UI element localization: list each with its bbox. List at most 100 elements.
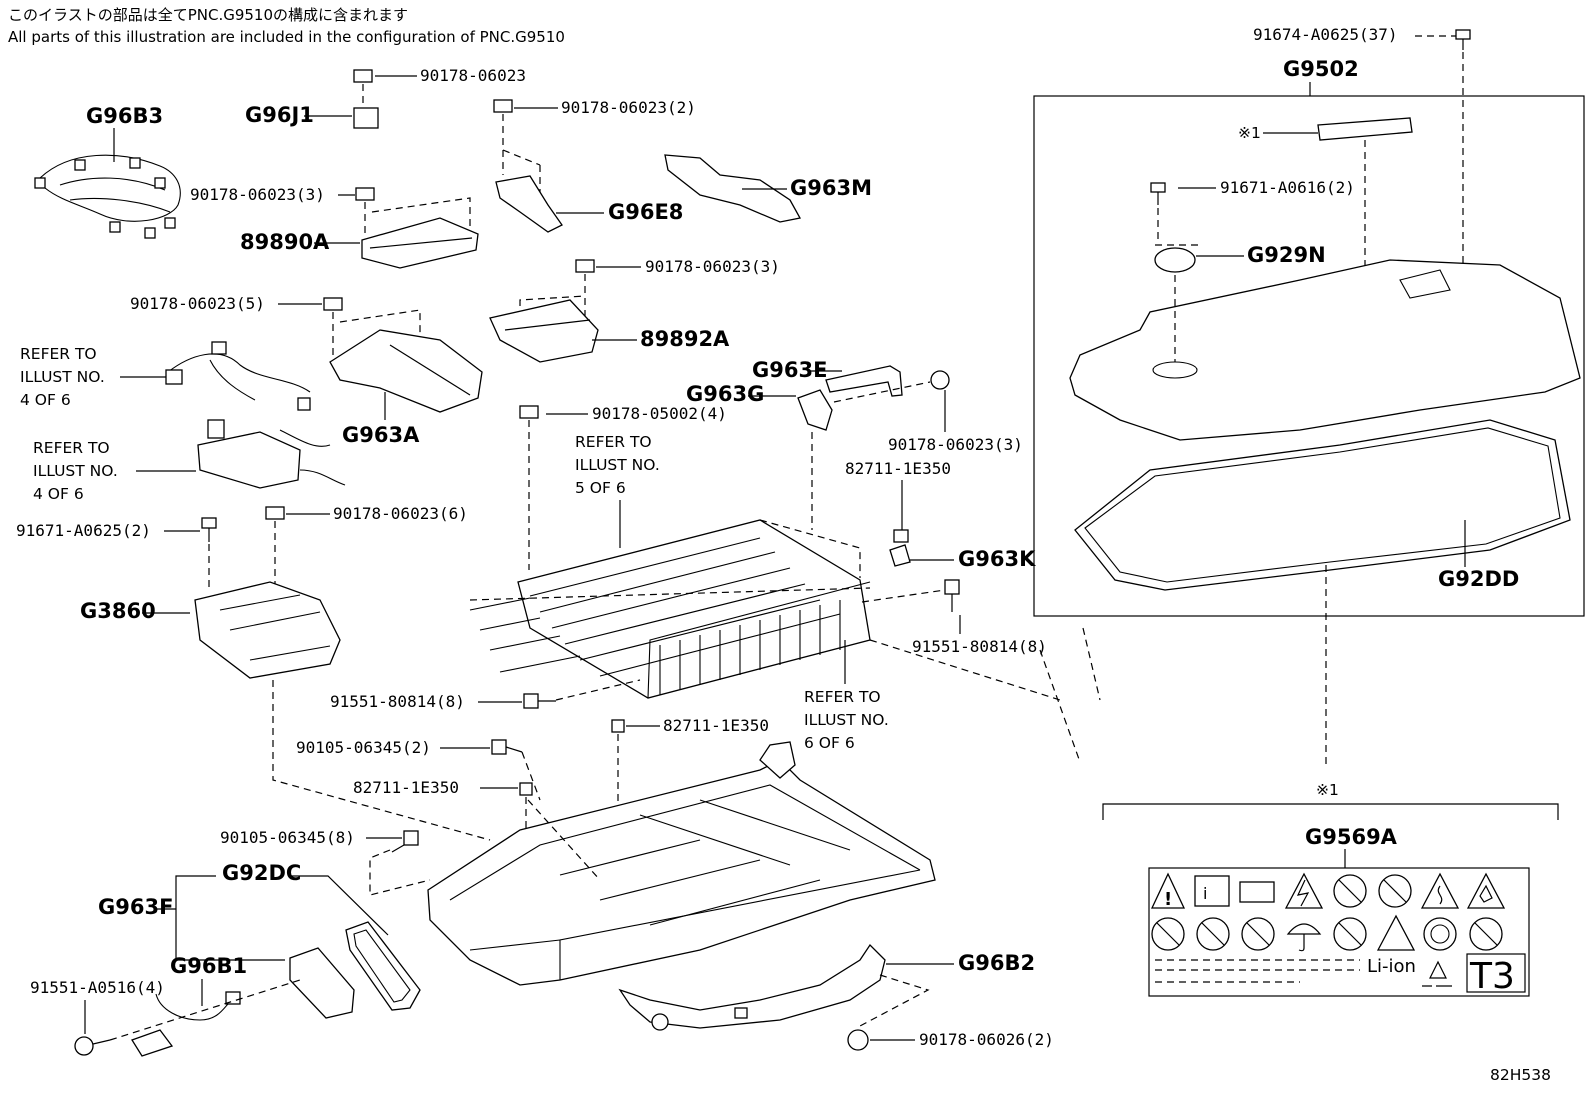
- svg-text:ILLUST NO.: ILLUST NO.: [20, 368, 105, 386]
- g92dd-gasket-icon: [1074, 419, 1571, 591]
- svg-text:REFER TO: REFER TO: [33, 439, 110, 457]
- part-number-91551-80814-8a[interactable]: 91551-80814(8): [912, 637, 1047, 656]
- part-code-g92dd[interactable]: G92DD: [1438, 567, 1519, 591]
- mark1-bottom: ※1: [1316, 781, 1339, 799]
- part-number-90178-06023[interactable]: 90178-06023: [420, 66, 526, 85]
- g96j1-sensor-icon: [353, 107, 379, 129]
- bolt-91551-a0516-icon: [74, 1036, 111, 1056]
- part-code-g3860[interactable]: G3860: [80, 599, 156, 623]
- nut-icon: [265, 506, 285, 520]
- g96j1-group: 90178-06023 G96J1: [245, 66, 526, 129]
- nut-icon: [355, 187, 375, 201]
- part-code-g929n[interactable]: G929N: [1247, 243, 1326, 267]
- g3860-group: 91671-A0625(2) 90178-06023(6) G3860: [16, 504, 491, 841]
- svg-text:ILLUST NO.: ILLUST NO.: [804, 711, 889, 729]
- warning-label-plate: [1148, 867, 1530, 997]
- part-number-91551-a0516-4[interactable]: 91551-A0516(4): [30, 978, 165, 997]
- part-code-g963g[interactable]: G963G: [686, 382, 764, 406]
- lower-case-group: 82711-1E350 90105-06345(2) 82711-1E350 9…: [220, 716, 936, 986]
- svg-text:ILLUST NO.: ILLUST NO.: [575, 456, 660, 474]
- relay-block-icon: [197, 431, 301, 489]
- g963a-bracket-icon: [329, 329, 483, 413]
- g9569a-group: ※1 G9569A ! i: [1102, 781, 1559, 997]
- part-number-91671-a0625-2[interactable]: 91671-A0625(2): [16, 521, 151, 540]
- recycle-icon: [1422, 960, 1452, 987]
- part-number-91551-80814-8b[interactable]: 91551-80814(8): [330, 692, 465, 711]
- clip-icon: [519, 782, 533, 796]
- bolt-91671-a0616-icon: [1150, 182, 1166, 205]
- part-number-91674-a0625-37[interactable]: 91674-A0625(37): [1253, 25, 1398, 44]
- part-code-g96j1[interactable]: G96J1: [245, 103, 314, 127]
- bolt-91551-icon: [523, 693, 556, 709]
- nut-icon: [575, 259, 595, 273]
- part-code-g963f[interactable]: G963F: [98, 895, 173, 919]
- svg-text:!: !: [1164, 889, 1172, 910]
- nut-icon: [930, 370, 950, 390]
- 89892a-ecu-icon: [489, 299, 599, 363]
- bolt-91674-icon: [1455, 29, 1471, 50]
- clip-icon: [893, 529, 909, 543]
- battery-icon: [1239, 881, 1275, 903]
- part-code-g9502[interactable]: G9502: [1283, 57, 1359, 81]
- part-code-89890a[interactable]: 89890A: [240, 230, 330, 254]
- bolt-90105-icon: [391, 830, 419, 853]
- part-code-g96b1[interactable]: G96B1: [170, 954, 247, 978]
- g9502-frame: [1033, 95, 1585, 617]
- part-number-90178-06023-5[interactable]: 90178-06023(5): [130, 294, 265, 313]
- corrosive-icon: [1376, 914, 1416, 951]
- part-code-89892a[interactable]: 89892A: [640, 327, 730, 351]
- part-code-g96e8[interactable]: G96E8: [608, 200, 683, 224]
- part-number-90105-06345-8[interactable]: 90105-06345(8): [220, 828, 355, 847]
- illustration-code: 82H538: [1490, 1066, 1551, 1084]
- battery-type-text: Li-ion: [1367, 956, 1416, 977]
- part-number-82711-1e350-a[interactable]: 82711-1E350: [845, 459, 951, 478]
- g96b1-connector-icon: [131, 1029, 174, 1057]
- g96b3-group: G96B3: [34, 104, 181, 239]
- part-number-82711-1e350-c[interactable]: 82711-1E350: [353, 778, 459, 797]
- part-code-g963e[interactable]: G963E: [752, 358, 827, 382]
- upper-case-cover-icon: [1069, 259, 1581, 441]
- part-code-g963k[interactable]: G963K: [958, 547, 1036, 571]
- g96b1-cable-icon: [155, 993, 233, 1021]
- harness-a-icon: [167, 353, 311, 401]
- part-number-82711-1e350-b[interactable]: 82711-1E350: [663, 716, 769, 735]
- no-children-icon: [1423, 917, 1457, 951]
- g963m-group: G963M: [664, 154, 872, 223]
- 89892a-group: 90178-06023(3) 89892A: [489, 257, 780, 363]
- part-code-g96b2[interactable]: G96B2: [958, 951, 1035, 975]
- part-code-g96b3[interactable]: G96B3: [86, 104, 163, 128]
- svg-text:REFER TO: REFER TO: [804, 688, 881, 706]
- g963e-group: G963E G963G 90178-06023(3) 82711-1E350 G…: [686, 358, 1036, 571]
- g963k-bracket-icon: [889, 544, 911, 567]
- bolt-91671-a0625-icon: [201, 517, 217, 542]
- part-code-g963m[interactable]: G963M: [790, 176, 872, 200]
- part-number-90178-06023-3b[interactable]: 90178-06023(3): [645, 257, 780, 276]
- part-number-90178-05002-4[interactable]: 90178-05002(4): [592, 404, 727, 423]
- part-number-90178-06026-2[interactable]: 90178-06026(2): [919, 1030, 1054, 1049]
- explosive-icon: [1466, 872, 1506, 909]
- part-number-91671-a0616-2[interactable]: 91671-A0616(2): [1220, 178, 1355, 197]
- part-number-90178-06023-6[interactable]: 90178-06023(6): [333, 504, 468, 523]
- part-code-g9569a[interactable]: G9569A: [1305, 825, 1398, 849]
- part-number-90178-06023-3c[interactable]: 90178-06023(3): [888, 435, 1023, 454]
- warning-triangle-icon: [1150, 872, 1186, 909]
- part-code-g92dc[interactable]: G92DC: [222, 861, 301, 885]
- mark1-top: ※1: [1238, 124, 1261, 142]
- junction-block-icon: [194, 581, 341, 679]
- svg-text:ILLUST NO.: ILLUST NO.: [33, 462, 118, 480]
- svg-text:6 OF 6: 6 OF 6: [804, 734, 855, 752]
- lower-case-tray-icon: [427, 759, 936, 986]
- nut-icon: [519, 405, 539, 419]
- svg-text:4 OF 6: 4 OF 6: [33, 485, 84, 503]
- part-code-g963a[interactable]: G963A: [342, 423, 420, 447]
- battery-module-group: 90178-05002(4) REFER TO ILLUST NO. 5 OF …: [330, 404, 1061, 752]
- g92dc-gasket-icon: [345, 921, 421, 1011]
- nut-icon: [323, 297, 343, 311]
- g963g-clamp-icon: [797, 389, 833, 431]
- g96e8-group: 90178-06023(2) G96E8: [493, 98, 696, 233]
- part-number-90105-06345-2[interactable]: 90105-06345(2): [296, 738, 431, 757]
- part-number-90178-06023-2[interactable]: 90178-06023(2): [561, 98, 696, 117]
- refer-note-a: REFER TO ILLUST NO. 4 OF 6: [20, 341, 311, 411]
- part-number-90178-06023-3a[interactable]: 90178-06023(3): [190, 185, 325, 204]
